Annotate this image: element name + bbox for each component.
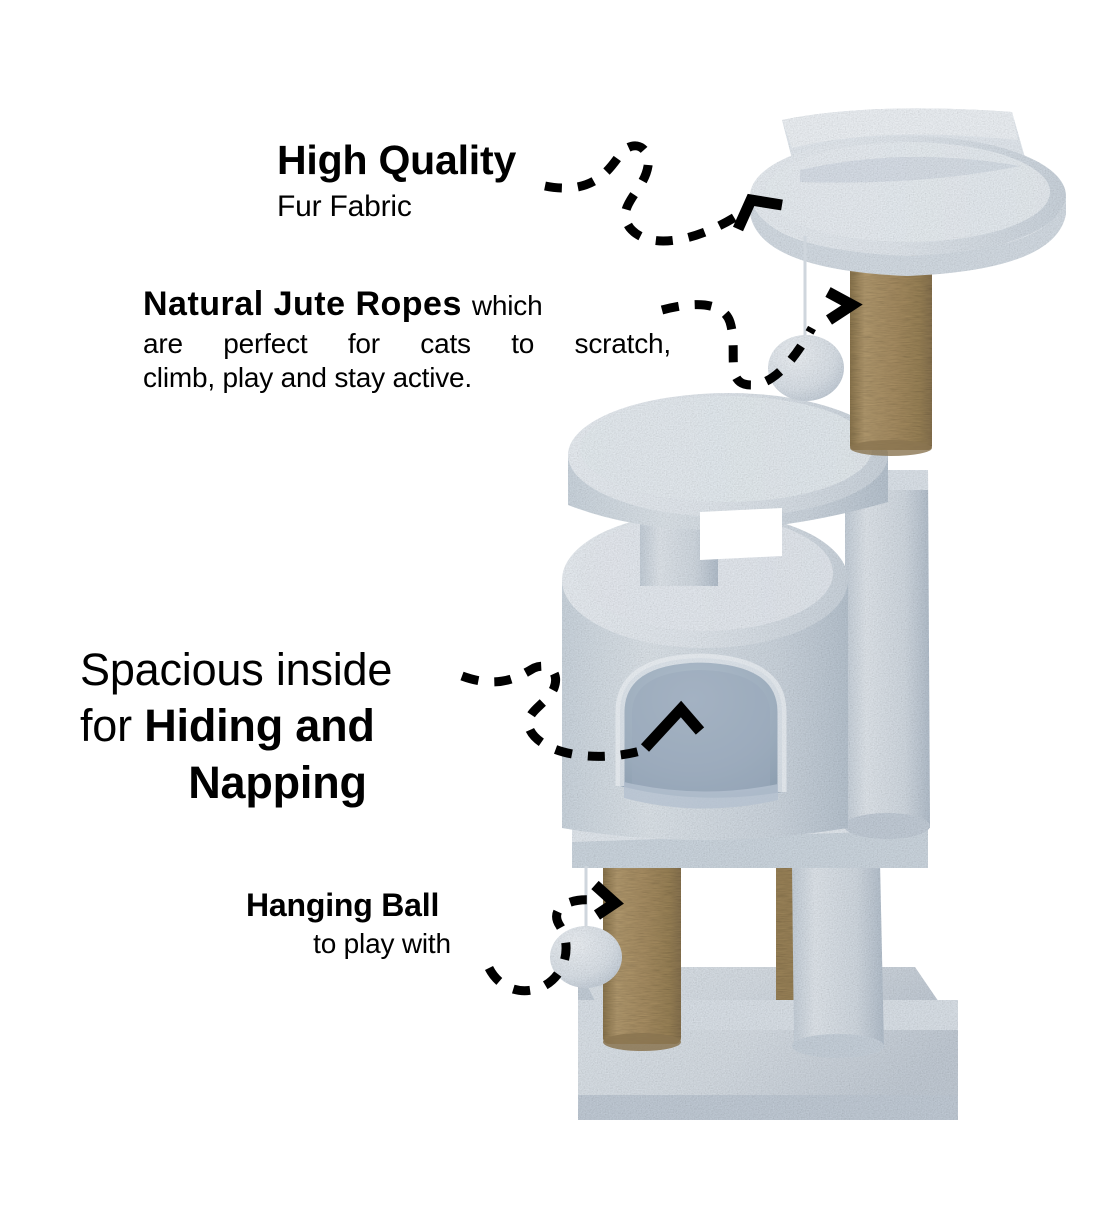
part-top-perch xyxy=(750,108,1066,276)
part-middle-platform xyxy=(568,393,888,586)
callout-spacious-hiding: Hiding and xyxy=(144,700,375,752)
callout-spacious-line2: for Hiding and xyxy=(80,701,475,751)
part-lower-fur-post xyxy=(792,862,884,1058)
callout-high-quality: High Quality Fur Fabric xyxy=(277,137,517,224)
callout-jute-line1: Natural Jute Ropes which xyxy=(143,285,671,323)
callout-spacious-inside: Spacious inside for Hiding and Napping xyxy=(80,644,475,808)
callout-jute-bold: Natural Jute Ropes xyxy=(143,285,462,323)
callout-jute-line1-rest: which xyxy=(471,290,543,321)
callout-natural-jute-ropes: Natural Jute Ropes which are perfect for … xyxy=(143,285,671,394)
part-right-support-post xyxy=(844,470,930,839)
callout-hanging-ball-title: Hanging Ball xyxy=(246,887,440,923)
callout-high-quality-subtitle: Fur Fabric xyxy=(277,189,412,223)
part-upper-jute-post xyxy=(850,232,932,456)
callout-jute-line3: climb, play and stay active. xyxy=(143,362,472,394)
callout-hanging-ball: Hanging Ball to play with xyxy=(246,887,518,959)
callout-spacious-line3: Napping xyxy=(188,756,367,808)
callout-jute-line2: are perfect for cats to scratch, xyxy=(143,328,671,360)
callout-high-quality-title: High Quality xyxy=(277,137,517,183)
callout-spacious-line1: Spacious inside xyxy=(80,644,393,695)
callout-spacious-for: for xyxy=(80,700,145,752)
callout-hanging-ball-subtitle: to play with xyxy=(313,927,451,959)
